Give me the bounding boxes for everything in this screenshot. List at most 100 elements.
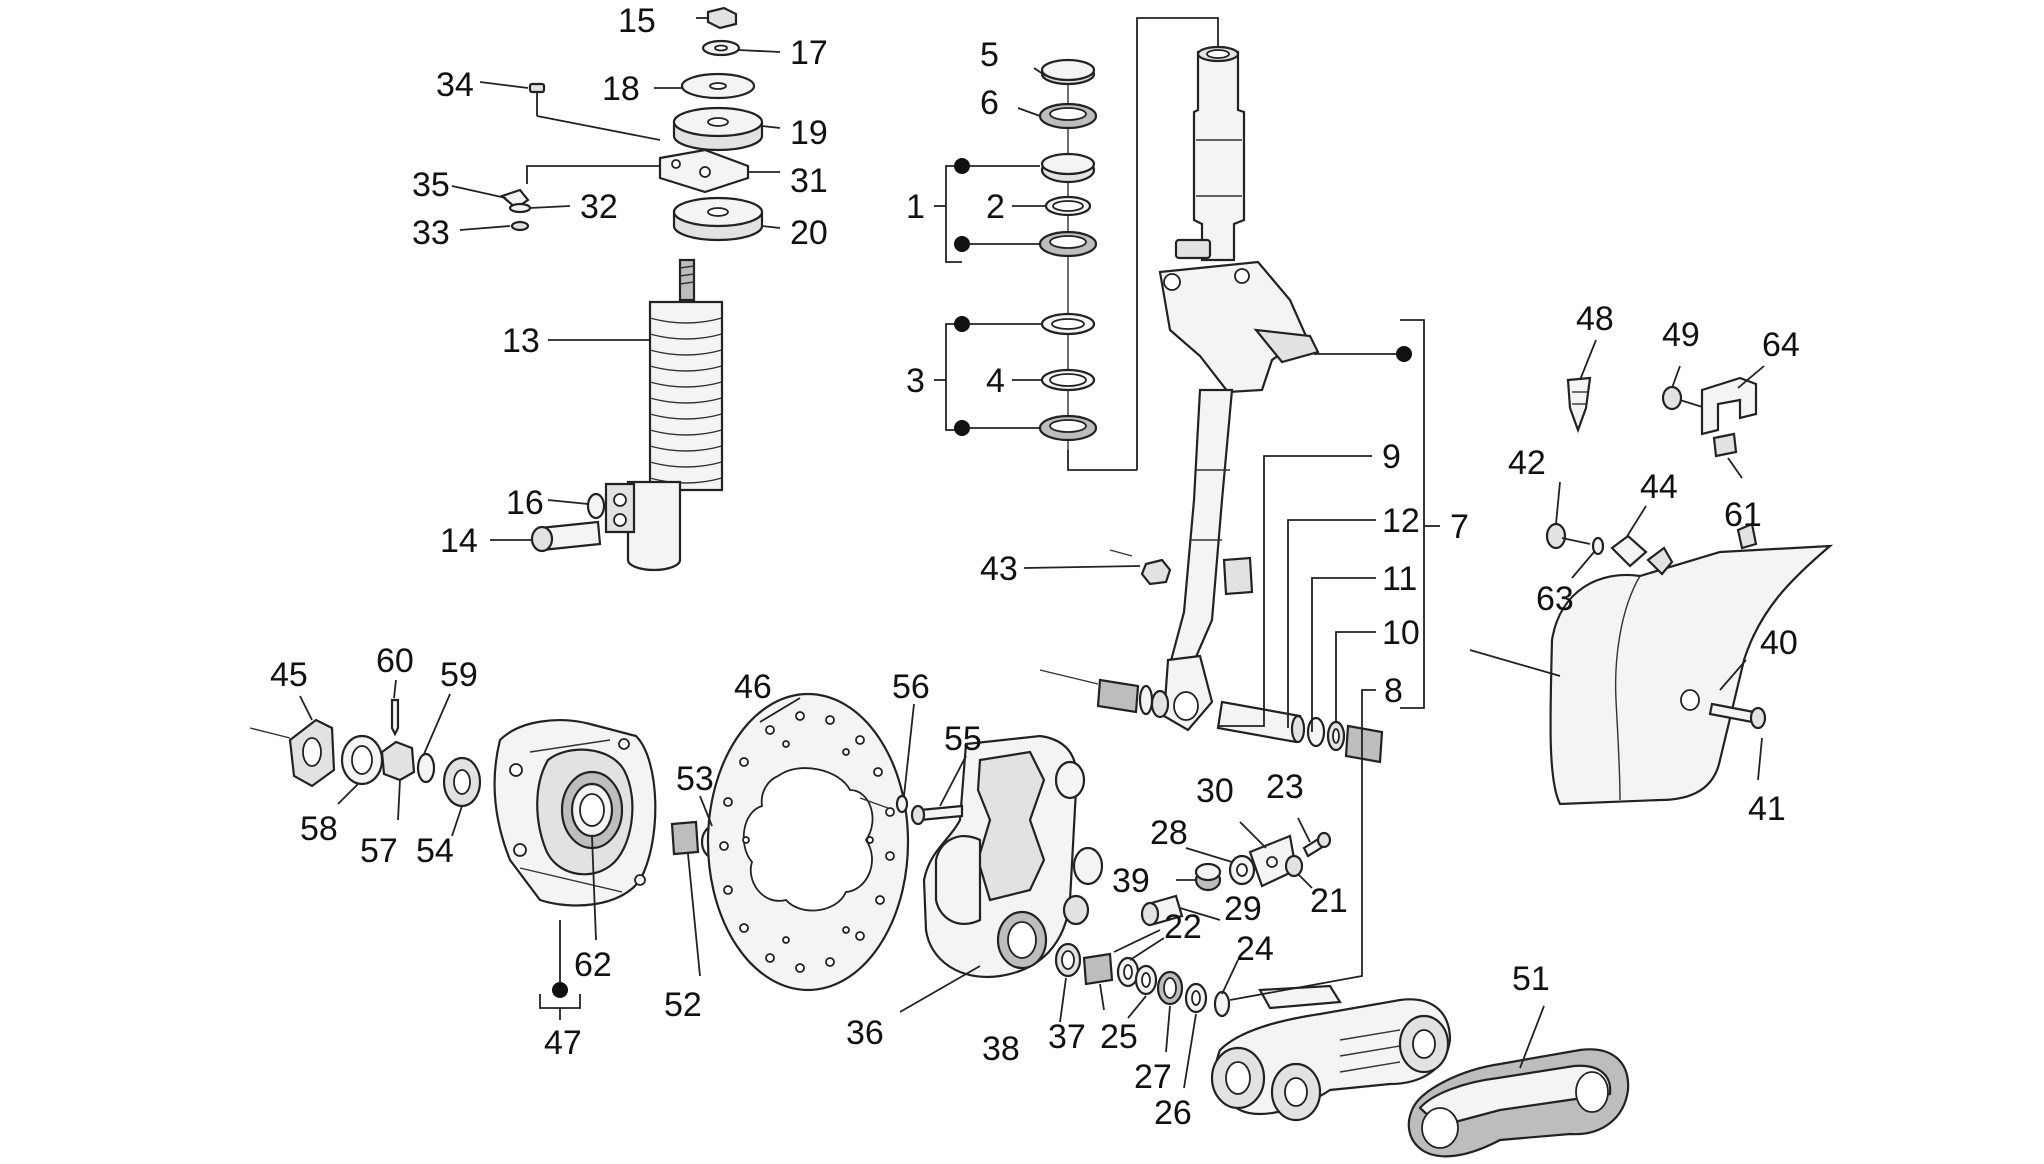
washer-16 — [586, 492, 606, 520]
callout-3: 3 — [906, 362, 925, 400]
callout-52: 52 — [664, 986, 702, 1024]
callout-44: 44 — [1640, 468, 1678, 506]
callout-54: 54 — [416, 832, 454, 870]
callout-62: 62 — [574, 946, 612, 984]
callout-15: 15 — [618, 2, 656, 40]
callout-39: 39 — [1112, 862, 1150, 900]
washer-56 — [895, 794, 909, 814]
callout-18: 18 — [602, 70, 640, 108]
callout-43: 43 — [980, 550, 1018, 588]
washer-63 — [1591, 536, 1605, 556]
swing-arm-cover-51 — [1407, 1048, 1630, 1158]
mudguard-cover-40 — [1549, 522, 1834, 806]
screw-55 — [918, 804, 964, 822]
callout-36: 36 — [846, 1014, 884, 1052]
needle-bearing-10 — [1344, 724, 1384, 764]
callout-53: 53 — [676, 760, 714, 798]
washer-59 — [416, 752, 436, 784]
brake-caliper-arm-36 — [895, 734, 1104, 979]
callout-49: 49 — [1662, 316, 1700, 354]
callout-7: 7 — [1450, 508, 1469, 546]
callout-8: 8 — [1384, 672, 1403, 710]
callout-56: 56 — [892, 668, 930, 706]
callout-27: 27 — [1134, 1058, 1172, 1096]
callout-41: 41 — [1748, 790, 1786, 828]
callout-13: 13 — [502, 322, 540, 360]
nut-33 — [510, 220, 530, 232]
callout-34: 34 — [436, 66, 474, 104]
callout-23: 23 — [1266, 768, 1304, 806]
callout-17: 17 — [790, 34, 828, 72]
callout-59: 59 — [440, 656, 478, 694]
callout-40: 40 — [1760, 624, 1798, 662]
callout-35: 35 — [412, 166, 450, 204]
shock-absorber-assembly — [499, 6, 764, 572]
callout-5: 5 — [980, 36, 999, 74]
needle-bearing-37 — [1082, 952, 1114, 986]
callout-29: 29 — [1224, 890, 1262, 928]
bracket-64 — [1700, 376, 1758, 436]
callout-28: 28 — [1150, 814, 1188, 852]
callout-19: 19 — [790, 114, 828, 152]
callout-1: 1 — [906, 188, 925, 226]
callout-57: 57 — [360, 832, 398, 870]
speed-nut-44 — [1610, 534, 1648, 568]
callout-11: 11 — [1382, 560, 1417, 598]
callout-60: 60 — [376, 642, 414, 680]
washer-32 — [508, 202, 532, 214]
callout-55: 55 — [944, 720, 982, 758]
callout-30: 30 — [1196, 772, 1234, 810]
callout-63: 63 — [1536, 580, 1574, 618]
split-pin-60 — [390, 698, 400, 737]
callout-24: 24 — [1236, 930, 1274, 968]
callout-26: 26 — [1154, 1094, 1192, 1132]
callout-42: 42 — [1508, 444, 1546, 482]
nut-21 — [1284, 854, 1304, 878]
swing-arm-24 — [1210, 984, 1452, 1122]
callout-10: 10 — [1382, 614, 1420, 652]
shock-lower-body — [626, 480, 682, 572]
callout-51: 51 — [1512, 960, 1550, 998]
callout-20: 20 — [790, 214, 828, 252]
wheel-hub-assembly — [249, 698, 728, 907]
callout-9: 9 — [1382, 438, 1401, 476]
nut-15 — [706, 6, 738, 30]
callout-2: 2 — [986, 188, 1005, 226]
callout-48: 48 — [1576, 300, 1614, 338]
needle-bearing-52 — [670, 820, 700, 856]
callout-6: 6 — [980, 84, 999, 122]
callout-37: 37 — [1048, 1018, 1086, 1056]
callout-38: 38 — [982, 1030, 1020, 1068]
callout-21: 21 — [1310, 882, 1348, 920]
callout-32: 32 — [580, 188, 618, 226]
small-fasteners-right — [1545, 376, 1767, 730]
callout-4: 4 — [986, 362, 1005, 400]
kit-marker-dots — [552, 158, 1412, 998]
callout-16: 16 — [506, 484, 544, 522]
seal-12 — [1306, 716, 1326, 748]
nut-43 — [1140, 558, 1172, 586]
callout-31: 31 — [790, 162, 828, 200]
callout-22: 22 — [1164, 908, 1202, 946]
brake-disc-46 — [706, 692, 910, 992]
callout-61: 61 — [1724, 496, 1762, 534]
callout-45: 45 — [270, 656, 308, 694]
callout-12: 12 — [1382, 502, 1420, 540]
pivot-parts — [1054, 831, 1332, 1018]
callout-33: 33 — [412, 214, 450, 252]
callout-46: 46 — [734, 668, 772, 706]
shock-bellows-13 — [648, 300, 724, 492]
callout-47: 47 — [544, 1024, 582, 1062]
bolt-34 — [528, 82, 546, 94]
steering-tube-7 — [1039, 45, 1384, 764]
screw-42 — [1545, 522, 1567, 550]
leader-lines — [299, 17, 1765, 1089]
callout-labels: 15 17 34 18 19 31 35 32 33 20 13 16 14 5… — [270, 2, 1800, 1132]
nut-57 — [380, 740, 416, 782]
callout-14: 14 — [440, 522, 478, 560]
clip-61 — [1712, 432, 1738, 458]
callout-25: 25 — [1100, 1018, 1138, 1056]
callout-58: 58 — [300, 810, 338, 848]
